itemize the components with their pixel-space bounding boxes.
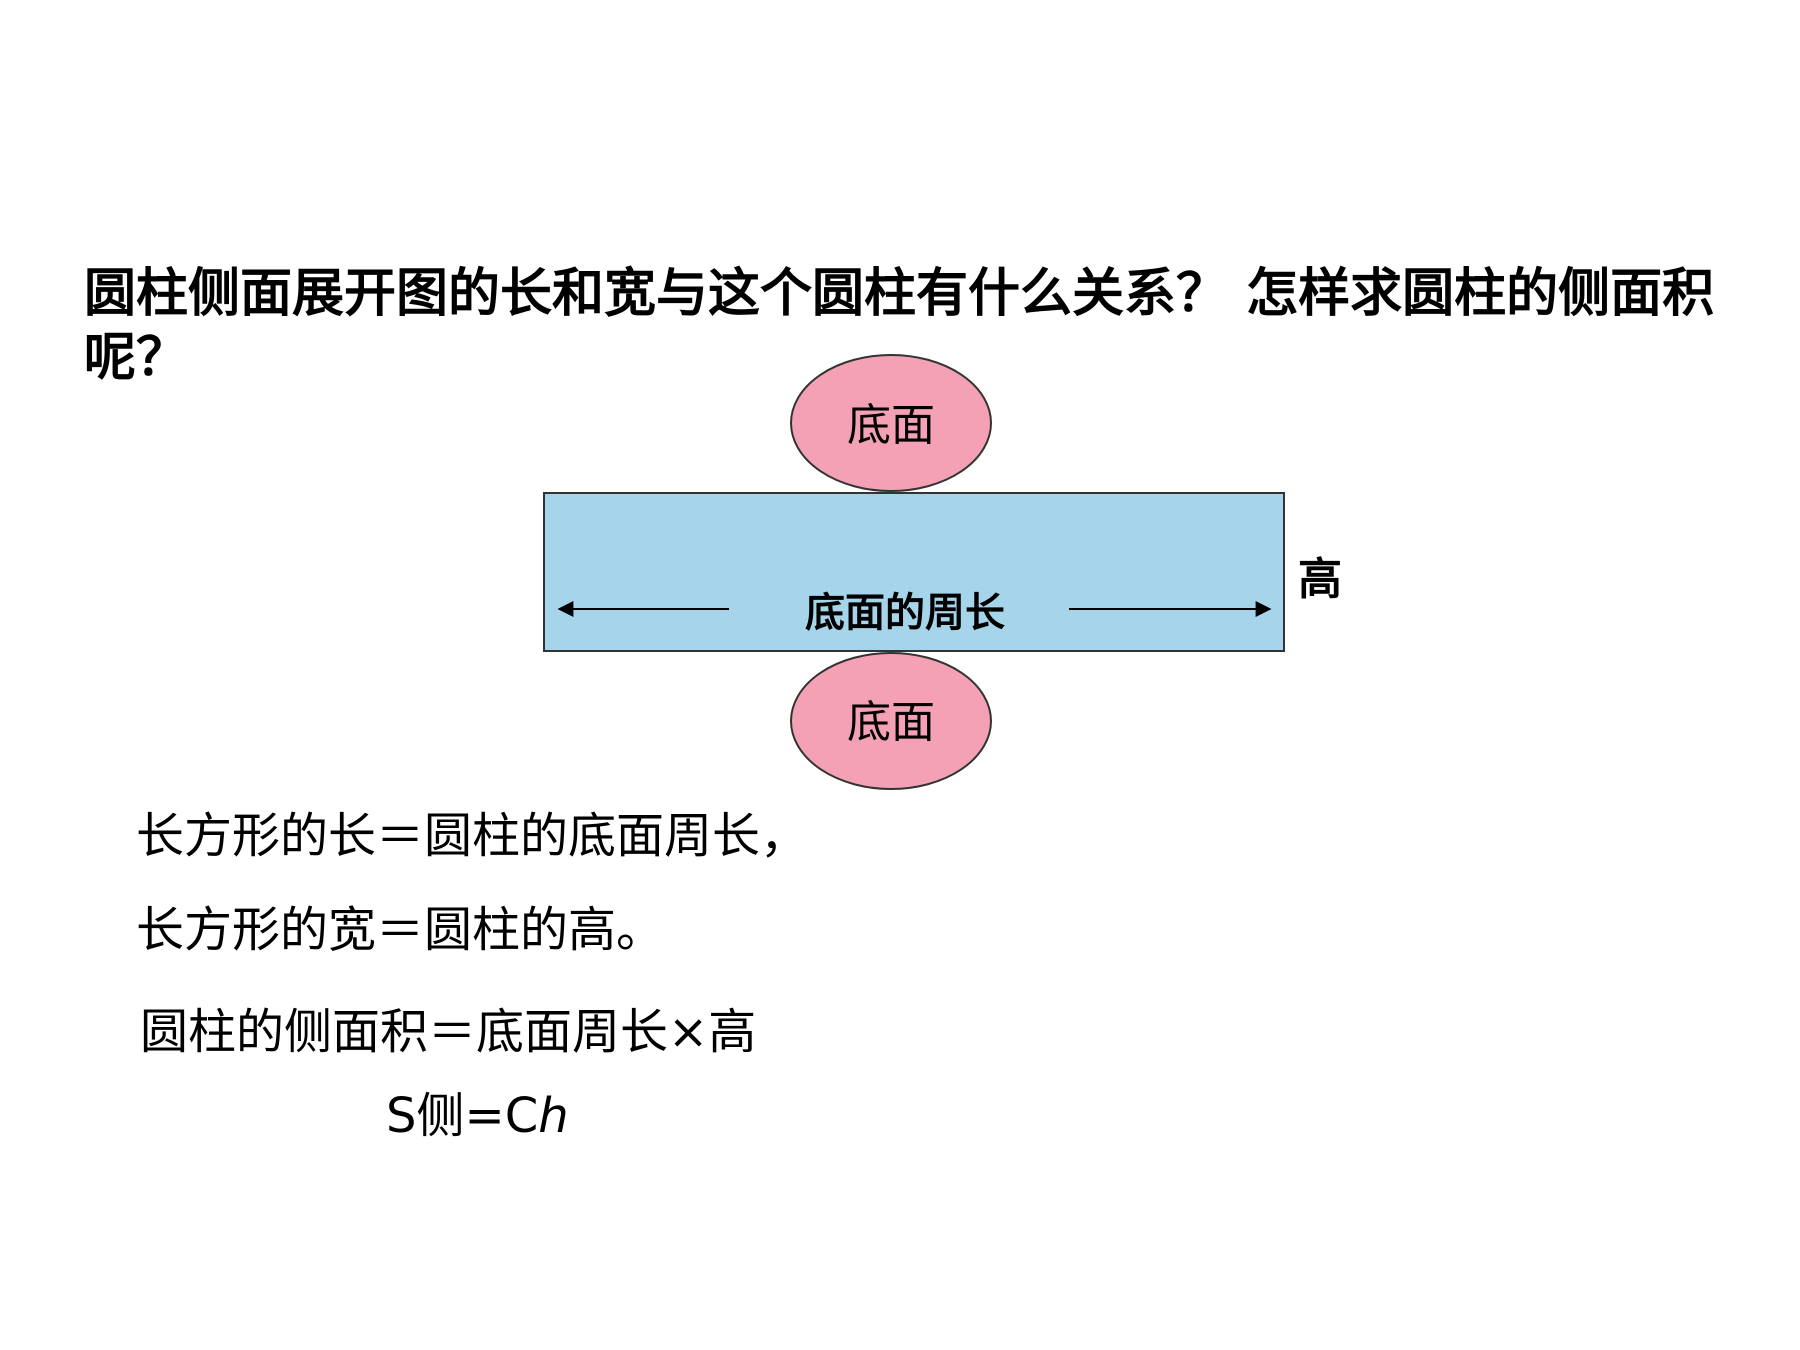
lateral-surface-rect <box>543 492 1285 652</box>
top-base-label: 底面 <box>847 400 935 451</box>
bottom-base-label: 底面 <box>847 697 935 748</box>
formula-width: 长方形的宽＝圆柱的高。 <box>136 902 665 958</box>
formula-symbolic-var: h <box>538 1088 569 1144</box>
height-label: 高 <box>1298 554 1342 605</box>
top-base-circle <box>790 354 992 492</box>
formula-length: 长方形的长＝圆柱的底面周长， <box>136 808 809 864</box>
formula-lateral-area: 圆柱的侧面积＝底面周长×高 <box>140 1004 757 1060</box>
circumference-label: 底面的周长 <box>805 590 1005 636</box>
question-text: 圆柱侧面展开图的长和宽与这个圆柱有什么关系？ 怎样求圆柱的侧面积呢？ <box>84 264 1715 388</box>
formula-symbolic: S侧=Ch <box>386 1086 569 1146</box>
formula-symbolic-prefix: S侧=C <box>386 1088 539 1144</box>
bottom-base-circle <box>790 652 992 790</box>
